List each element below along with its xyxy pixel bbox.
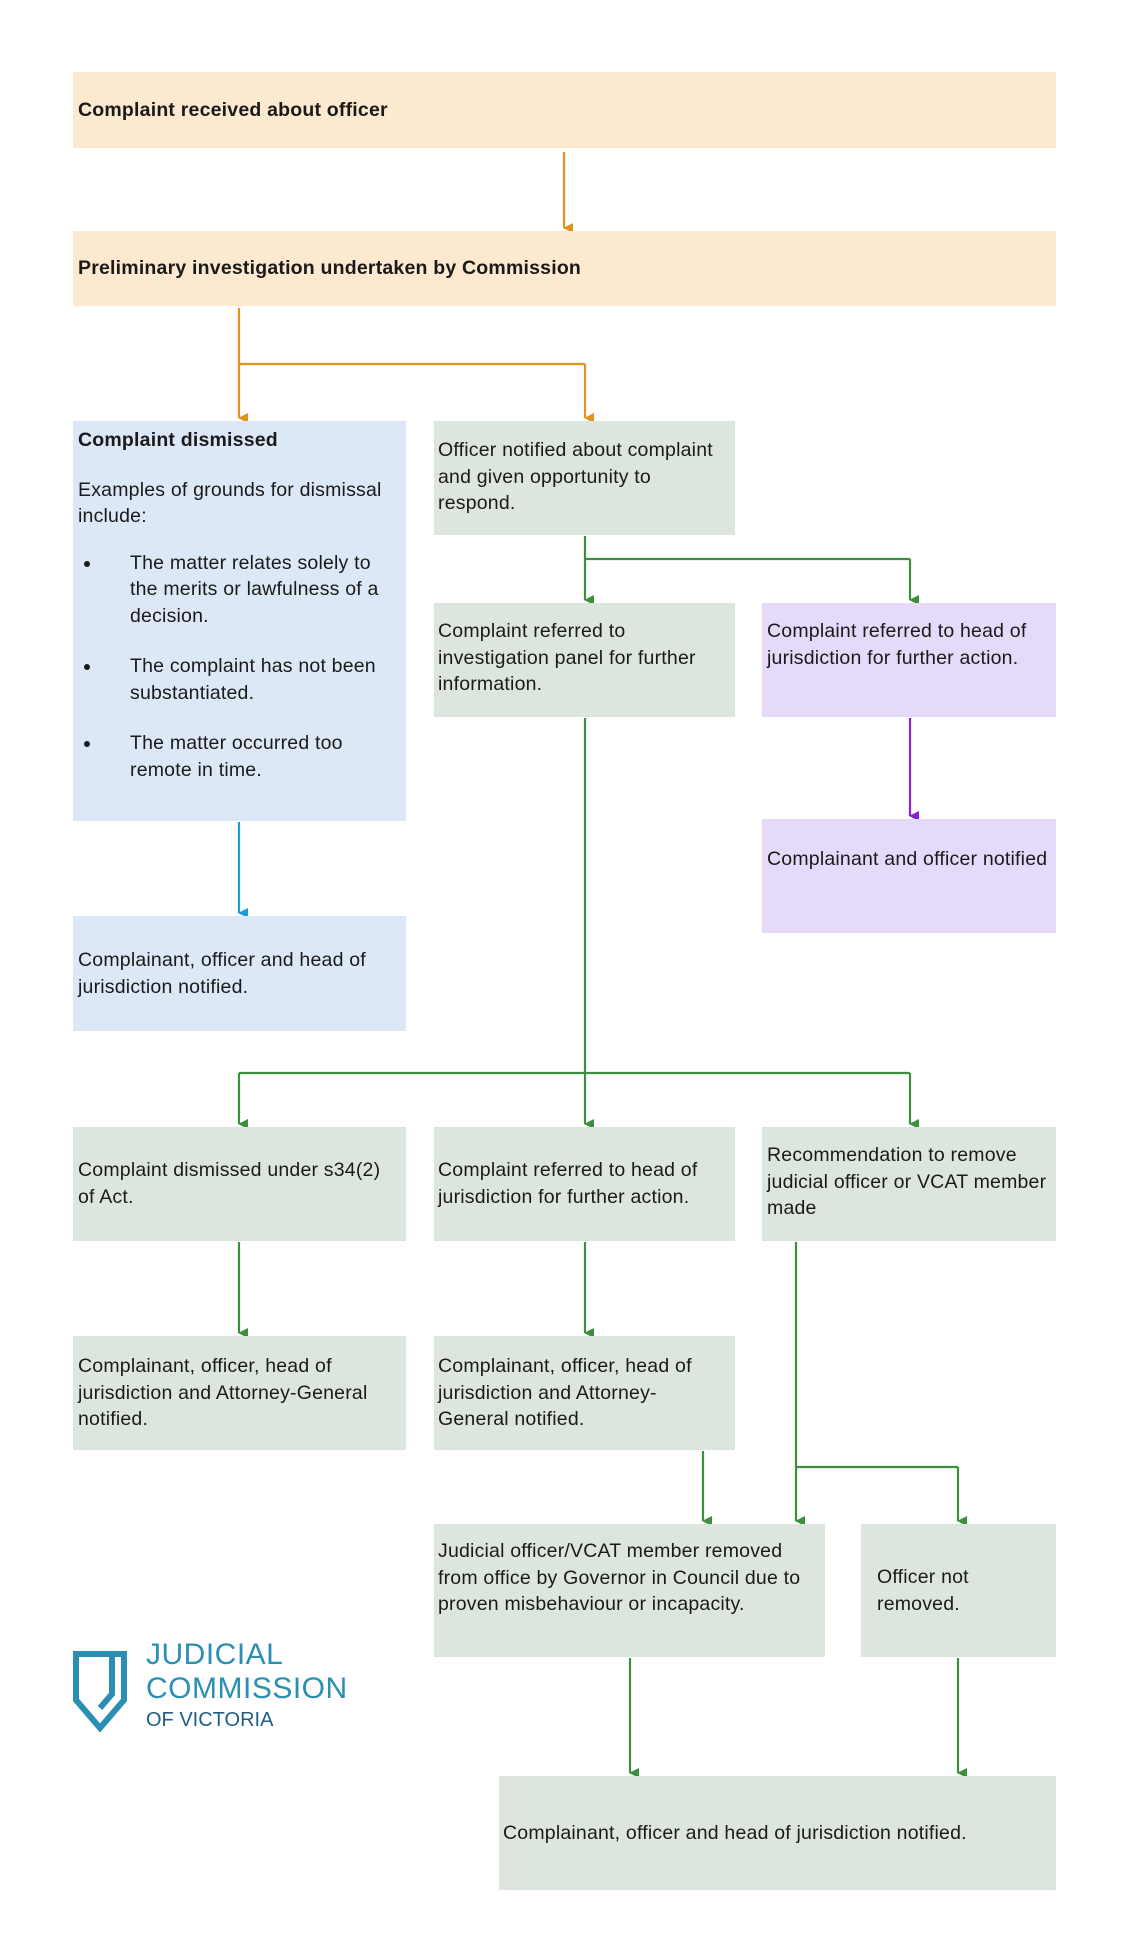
node-complaint-received: Complaint received about officer: [73, 72, 1056, 148]
node-dismissed-s34: Complaint dismissed under s34(2) of Act.: [73, 1127, 406, 1241]
node-complainant-officer-notified: Complainant and officer notified: [762, 819, 1056, 933]
dismissed-title: Complaint dismissed: [78, 429, 278, 451]
node-head-referral-1: Complaint referred to head of jurisdicti…: [762, 603, 1056, 717]
logo-line-3: OF VICTORIA: [146, 1709, 274, 1731]
logo-wordmark: JUDICIAL COMMISSION OF VICTORIA: [146, 1638, 348, 1734]
node-dismissed-notified: Complainant, officer and head of jurisdi…: [73, 916, 406, 1031]
node-officer-not-removed: Officer not removed.: [861, 1524, 1056, 1657]
node-preliminary-investigation: Preliminary investigation undertaken by …: [73, 231, 1056, 306]
bullet-icon: [84, 741, 90, 748]
logo-line-1: JUDICIAL: [146, 1638, 284, 1671]
ground-item: The matter occurred too remote in time.: [78, 730, 398, 783]
dismissed-intro: Examples of grounds for dismissal includ…: [78, 478, 382, 528]
node-officer-notified: Officer notified about complaint and giv…: [434, 421, 735, 535]
logo-line-2: COMMISSION: [146, 1672, 348, 1705]
node-officer-removed: Judicial officer/VCAT member removed fro…: [434, 1524, 825, 1657]
node-ag-notified-1: Complainant, officer, head of jurisdicti…: [73, 1336, 406, 1450]
connector-officer-split: [583, 536, 910, 561]
dismissal-grounds-list: The matter relates solely to the merits …: [78, 550, 398, 784]
node-complaint-dismissed: Complaint dismissed Examples of grounds …: [73, 421, 406, 821]
bullet-icon: [84, 560, 90, 567]
node-ag-notified-2: Complainant, officer, head of jurisdicti…: [434, 1336, 735, 1450]
node-investigation-panel: Complaint referred to investigation pane…: [434, 603, 735, 717]
connector-preliminary-split: [237, 308, 585, 366]
ground-item: The matter relates solely to the merits …: [78, 550, 398, 630]
bullet-icon: [84, 664, 90, 671]
node-preliminary-investigation-text: Preliminary investigation undertaken by …: [78, 257, 582, 280]
node-head-referral-2: Complaint referred to head of jurisdicti…: [434, 1127, 735, 1241]
shield-icon: [73, 1651, 127, 1733]
ground-item: The complaint has not been substantiated…: [78, 653, 398, 706]
judicial-commission-logo: JUDICIAL COMMISSION OF VICTORIA: [72, 1638, 352, 1738]
connector-panel-outcomes: [239, 718, 910, 1075]
node-complaint-received-text: Complaint received about officer: [78, 98, 388, 121]
node-recommendation-remove: Recommendation to remove judicial office…: [762, 1127, 1056, 1241]
node-final-notified: Complainant, officer and head of jurisdi…: [499, 1776, 1056, 1890]
